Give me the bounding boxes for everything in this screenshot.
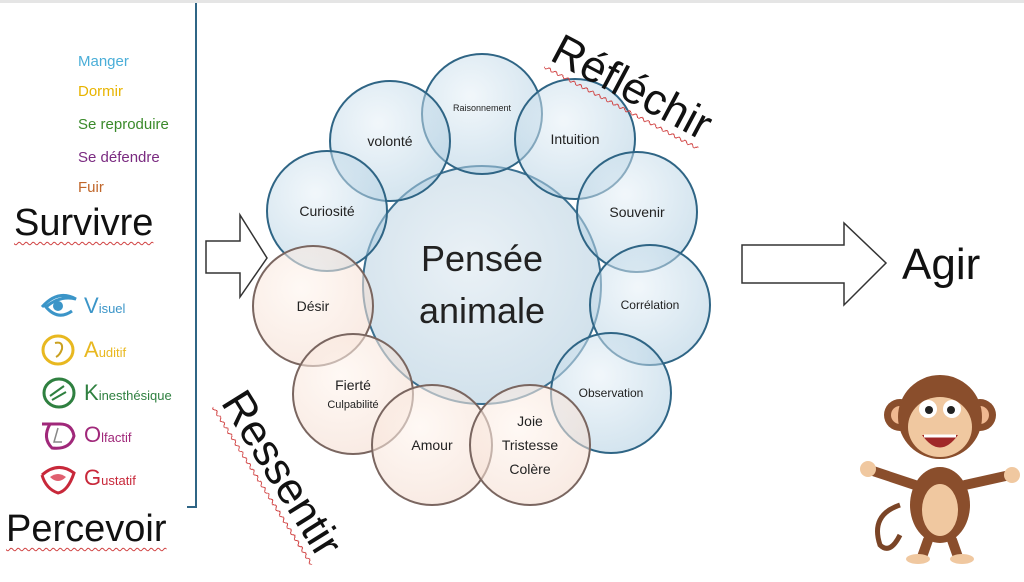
fierte-label: Fierté [335, 377, 371, 393]
bracket-tick [187, 506, 197, 508]
sense-label: lfactif [101, 430, 132, 445]
sense-initial: V [84, 293, 99, 318]
culpabilite-label: Culpabilité [327, 399, 379, 411]
sense-initial: O [84, 422, 102, 447]
bracket-line [195, 3, 197, 508]
tristesse-label: Tristesse [501, 437, 559, 453]
sense-visuel: Visuel [38, 289, 125, 323]
eye-icon [40, 293, 77, 317]
hand-icon [42, 377, 76, 409]
sense-gustatif: Gustatif [38, 461, 136, 495]
sense-olfactif: Olfactif [38, 418, 131, 452]
need-fuir: Fuir [78, 179, 104, 196]
nose-icon [42, 422, 76, 450]
need-dormir: Dormir [78, 83, 123, 100]
center-line1: Pensée [420, 237, 544, 279]
colere-label: Colère [509, 461, 551, 477]
joie-label: Joie [517, 413, 543, 429]
circle-intuition: Intuition [514, 78, 636, 200]
percevoir-label: Percevoir [6, 508, 167, 550]
input-arrow-icon [205, 212, 268, 300]
ear-icon [41, 334, 75, 366]
need-defendre: Se défendre [78, 149, 160, 166]
sense-initial: A [84, 337, 99, 362]
center-line2: animale [418, 290, 546, 331]
sense-auditif: Auditif [38, 333, 126, 367]
sense-kinesthesique: Kinesthésique [38, 376, 172, 410]
monkey-icon [860, 375, 1020, 564]
mouth-icon [40, 466, 76, 495]
sense-label: isuel [98, 301, 126, 316]
agir-label: Agir [902, 240, 981, 289]
sense-initial: G [84, 465, 102, 490]
output-arrow-icon [741, 221, 888, 307]
need-reproduire: Se reproduire [78, 116, 169, 133]
sense-label: ustatif [101, 473, 136, 488]
need-manger: Manger [78, 53, 129, 70]
sense-initial: K [84, 380, 99, 405]
sense-label: inesthésique [98, 388, 172, 403]
survivre-label: Survivre [14, 202, 154, 244]
sense-label: uditif [98, 345, 127, 360]
